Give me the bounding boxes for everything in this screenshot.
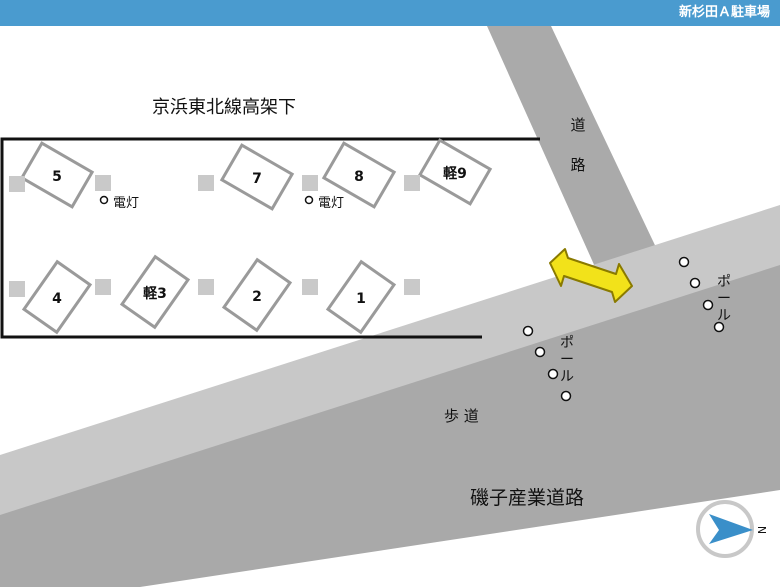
main-road-label: 磯子産業道路 <box>470 487 584 509</box>
pole-label-left-1: ポ <box>560 335 574 351</box>
parking-slot-4: 4 <box>21 259 93 335</box>
parking-lot-outline <box>0 137 540 339</box>
pole-icon <box>560 390 572 402</box>
parking-slot-8: 8 <box>321 141 397 209</box>
parking-slot-5: 5 <box>19 141 95 209</box>
north-arrow-icon <box>709 514 753 544</box>
wheel-stop-blocks <box>9 175 420 297</box>
block <box>404 175 420 191</box>
slot-label-1: 1 <box>356 291 366 307</box>
compass-north-letter: N <box>756 526 769 534</box>
parking-slot-1: 1 <box>325 259 397 335</box>
compass: N <box>696 500 769 558</box>
light-icon <box>99 195 109 205</box>
side-road <box>487 26 662 278</box>
light-icon <box>304 195 314 205</box>
side-road-label-2: 路 <box>570 156 585 174</box>
pole-group-left <box>522 325 572 402</box>
pole-label-left-3: ル <box>560 369 574 385</box>
pole-label-right-2: ー <box>717 291 731 307</box>
pole-group-right <box>678 256 725 333</box>
block <box>9 176 25 192</box>
block <box>198 175 214 191</box>
pole-icon <box>547 368 559 380</box>
slot-label-7: 7 <box>252 171 262 187</box>
slot-label-8: 8 <box>354 169 364 185</box>
overpass-label: 京浜東北線高架下 <box>152 97 296 118</box>
slot-label-3: 軽3 <box>143 285 167 302</box>
slot-label-2: 2 <box>252 289 262 305</box>
light-label: 電灯 <box>113 196 139 211</box>
parking-slot-9: 軽9 <box>417 138 493 206</box>
light-label: 電灯 <box>318 196 344 211</box>
parking-slot-7: 7 <box>219 143 295 211</box>
pole-icon <box>522 325 534 337</box>
pole-label-left-2: ー <box>560 352 574 368</box>
header-title: 新杉田Ａ駐車場 <box>678 5 770 20</box>
slot-label-9: 軽9 <box>443 165 467 182</box>
entrance-arrow-icon <box>549 248 633 303</box>
pole-icon <box>678 256 690 268</box>
block <box>404 279 420 295</box>
pole-icon <box>702 299 714 311</box>
parking-slot-3: 軽3 <box>119 254 191 330</box>
block <box>302 175 318 191</box>
sidewalk-label: 歩 道 <box>444 407 479 425</box>
pole-icon <box>534 346 546 358</box>
side-road-label-1: 道 <box>570 116 585 134</box>
pole-label-right-3: ル <box>717 308 731 324</box>
pole-icon <box>689 277 701 289</box>
slot-label-4: 4 <box>52 291 62 307</box>
block <box>198 279 214 295</box>
block <box>9 281 25 297</box>
parking-slot-2: 2 <box>221 257 293 333</box>
block <box>302 279 318 295</box>
pole-label-right-1: ポ <box>717 274 731 290</box>
block <box>95 279 111 295</box>
pole-icon <box>713 321 725 333</box>
main-road <box>0 265 780 587</box>
slot-label-5: 5 <box>52 169 62 185</box>
header-bar: 新杉田Ａ駐車場 <box>0 0 780 26</box>
block <box>95 175 111 191</box>
